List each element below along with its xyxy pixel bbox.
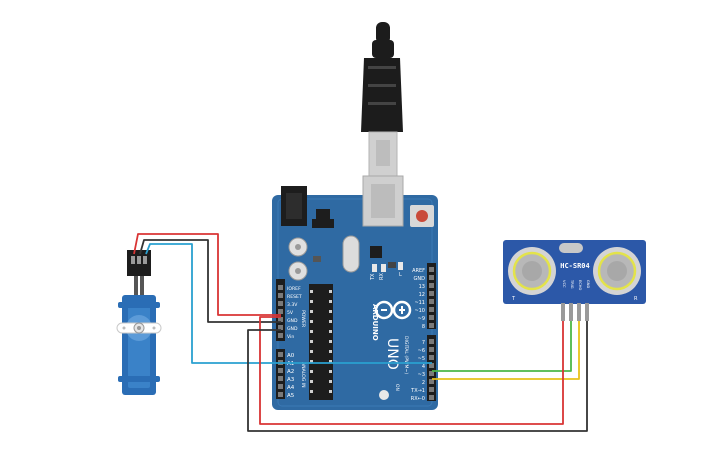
l-label: L bbox=[399, 272, 402, 278]
servo-motor bbox=[116, 250, 162, 395]
pin-label-gnd: GND bbox=[414, 276, 426, 282]
pin-label-3: ~3 bbox=[418, 372, 425, 378]
pin-label-9: ~9 bbox=[418, 316, 425, 322]
wire-green-trig[interactable] bbox=[432, 321, 572, 372]
pin-label-2: 2 bbox=[422, 380, 425, 386]
pin-label-5: ~5 bbox=[418, 356, 425, 362]
pin-label-8: 8 bbox=[422, 324, 425, 330]
sensor-r-mark: R bbox=[634, 296, 638, 302]
pin-label-a5: A5 bbox=[287, 393, 295, 399]
pin-label-5v: 5V bbox=[287, 310, 294, 316]
sensor-t-mark: T bbox=[511, 296, 516, 302]
on-label: ON bbox=[394, 384, 400, 391]
pin-label-a3: A3 bbox=[287, 377, 295, 383]
digital-header-top bbox=[427, 263, 436, 329]
wire-red-sensor-vcc[interactable] bbox=[259, 316, 564, 425]
power-label: POWER bbox=[300, 310, 306, 328]
pin-label-11: ~11 bbox=[414, 300, 425, 306]
pin-label-a1: A1 bbox=[287, 361, 294, 367]
pin-label-vin: Vin bbox=[287, 334, 294, 340]
pin-label-1: TX→1 bbox=[410, 388, 425, 394]
power-header bbox=[276, 279, 285, 341]
tx-label: TX bbox=[370, 273, 376, 281]
arduino-logo bbox=[374, 300, 412, 320]
pin-label-3v3: 3.3V bbox=[287, 302, 298, 308]
arduino-uno-board: TX RX L ARDUINO UNO O bbox=[272, 175, 438, 410]
hc-sr04-sensor: HC-SR04 T R VCC TRIG ECHO GND bbox=[503, 240, 646, 321]
wire-red-servo-5v[interactable] bbox=[133, 233, 281, 316]
pin-label-7: 7 bbox=[422, 340, 425, 346]
analog-header bbox=[276, 349, 285, 399]
wire-yellow-echo[interactable] bbox=[432, 321, 580, 380]
pin-label-a0: A0 bbox=[287, 353, 295, 359]
analog-label: ANALOG IN bbox=[300, 362, 306, 388]
sensor-pin-echo: ECHO bbox=[578, 280, 582, 290]
pin-label-6: ~6 bbox=[418, 348, 425, 354]
digital-header-bottom bbox=[427, 335, 436, 401]
pin-label-ioref: IOREF bbox=[287, 286, 301, 292]
sensor-name: HC-SR04 bbox=[560, 262, 590, 270]
pin-label-a2: A2 bbox=[287, 369, 294, 375]
pin-label-4: 4 bbox=[422, 364, 425, 370]
pin-label-aref: AREF bbox=[412, 268, 425, 274]
pin-label-12: 12 bbox=[419, 292, 425, 298]
pin-label-13: 13 bbox=[419, 284, 425, 290]
rx-label: RX bbox=[379, 273, 385, 280]
wire-black-sensor-gnd[interactable] bbox=[247, 321, 588, 432]
wire-cyan-servo-signal[interactable] bbox=[145, 243, 432, 364]
crystal bbox=[342, 235, 360, 273]
sensor-pin-gnd: GND bbox=[586, 280, 590, 288]
wire-black-servo-gnd[interactable] bbox=[139, 239, 281, 323]
sensor-pin-vcc: VCC bbox=[562, 280, 566, 288]
pin-label-reset: RESET bbox=[287, 294, 302, 300]
usb-cable bbox=[361, 22, 403, 177]
pin-label-0: RX←0 bbox=[411, 396, 425, 402]
sensor-pin-trig: TRIG bbox=[570, 279, 574, 289]
model-label: UNO bbox=[384, 338, 400, 370]
pin-label-gnd: GND bbox=[287, 326, 298, 332]
brand-label: ARDUINO bbox=[371, 304, 379, 341]
pin-label-gnd: GND bbox=[287, 318, 298, 324]
pin-label-10: ~10 bbox=[414, 308, 425, 314]
digital-label: DIGITAL (PWM~) bbox=[403, 336, 409, 374]
pin-label-a4: A4 bbox=[287, 385, 295, 391]
